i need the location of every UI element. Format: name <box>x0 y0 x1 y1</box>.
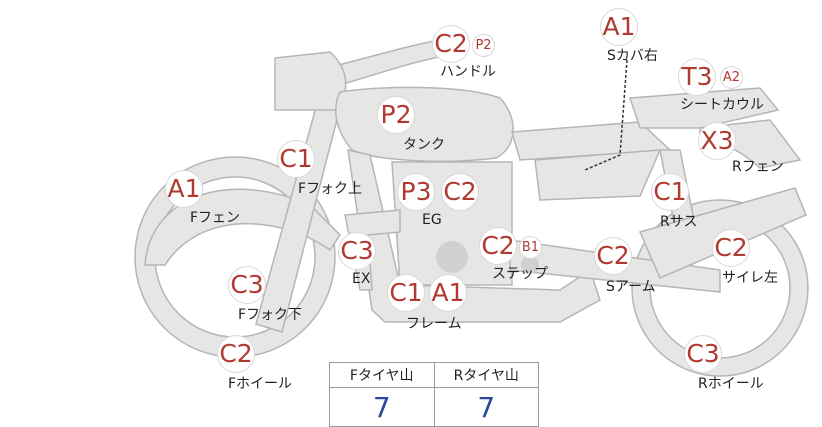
rear-tread-header: Rタイヤ山 <box>433 362 539 388</box>
s-cover-label: Sカバ右 <box>607 48 658 64</box>
f-fork-upper-label: Fフォク上 <box>298 181 363 197</box>
f-fender-label: Fフェン <box>190 210 241 226</box>
s-cover-leader-line <box>584 59 628 171</box>
silencer-left-label: サイレ左 <box>722 270 778 286</box>
step-badge-secondary: B1 <box>519 236 542 259</box>
seat-cowl-shape <box>628 87 780 129</box>
engine-label: EG <box>422 212 442 228</box>
engine-cover-circle <box>436 241 468 273</box>
step-badge-primary: C2 <box>479 227 517 265</box>
s-arm-label: Sアーム <box>606 279 656 295</box>
tire-tread-header-row: Fタイヤ山 Rタイヤ山 <box>329 362 539 388</box>
f-fork-upper-badge: C1 <box>277 140 315 178</box>
rear-tread-value: 7 <box>433 387 539 427</box>
r-fender-badge: X3 <box>698 122 736 160</box>
handle-badge-secondary: P2 <box>472 34 495 57</box>
f-fender-badge: A1 <box>165 170 203 208</box>
exhaust-label: EX <box>352 271 371 287</box>
tire-tread-value-row: 7 7 <box>329 387 539 427</box>
tank-label: タンク <box>403 137 445 153</box>
r-wheel-label: Rホイール <box>698 376 764 392</box>
engine-badge-secondary: C2 <box>441 173 479 211</box>
f-wheel-label: Fホイール <box>228 376 293 392</box>
s-cover-badge: A1 <box>600 8 638 46</box>
tank-badge: P2 <box>377 96 415 134</box>
step-label: ステップ <box>492 266 548 282</box>
s-arm-badge: C2 <box>594 237 632 275</box>
step-circle <box>521 256 539 274</box>
seat-cowl-badge-secondary: A2 <box>720 66 743 89</box>
handle-badge-primary: C2 <box>432 25 470 63</box>
handle-label: ハンドル <box>440 64 496 80</box>
exhaust-badge: C3 <box>338 232 376 270</box>
r-sus-label: Rサス <box>660 214 698 230</box>
r-sus-badge: C1 <box>651 173 689 211</box>
side-cover-shape <box>534 149 662 201</box>
front-tread-value: 7 <box>329 387 435 427</box>
seat-cowl-badge-primary: T3 <box>678 58 716 96</box>
f-fork-lower-badge: C3 <box>228 266 266 304</box>
frame-badge-secondary: A1 <box>429 274 467 312</box>
tire-tread-table: Fタイヤ山 Rタイヤ山 7 7 <box>329 362 539 427</box>
headlight-shape <box>274 51 347 111</box>
f-fork-lower-label: Fフォク下 <box>238 307 303 323</box>
r-wheel-badge: C3 <box>684 335 722 373</box>
seat-cowl-label: シートカウル <box>680 97 764 113</box>
front-tread-header: Fタイヤ山 <box>329 362 435 388</box>
silencer-left-badge: C2 <box>712 229 750 267</box>
r-fender-label: Rフェン <box>732 159 784 175</box>
engine-badge-primary: P3 <box>397 173 435 211</box>
frame-label: フレーム <box>406 316 462 332</box>
f-wheel-badge: C2 <box>217 335 255 373</box>
frame-badge-primary: C1 <box>387 274 425 312</box>
